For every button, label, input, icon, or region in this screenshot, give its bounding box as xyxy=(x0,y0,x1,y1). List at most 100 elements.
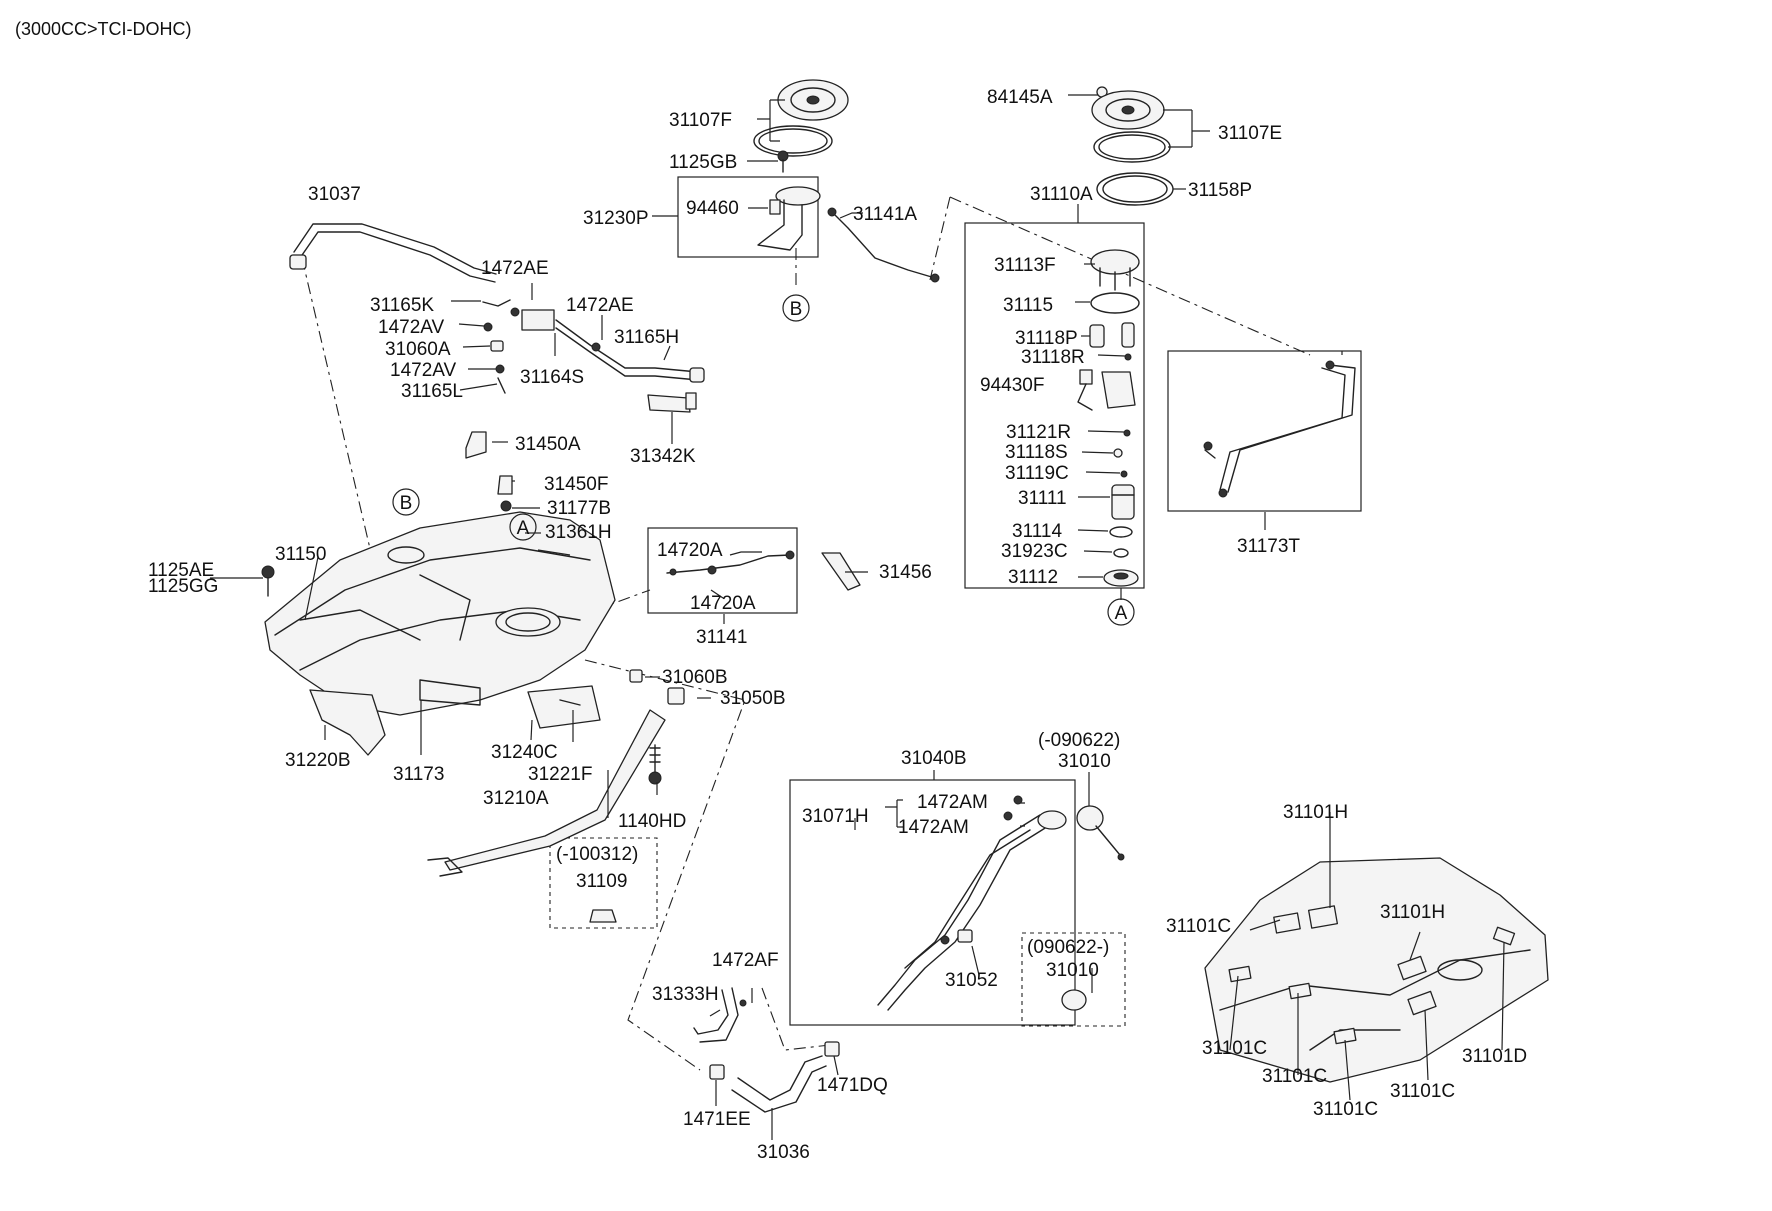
part-label: (-090622) xyxy=(1038,730,1120,751)
part-label: 84145A xyxy=(987,87,1053,108)
optional-part-box-31010 xyxy=(1021,932,1126,1027)
part-label: 31101C xyxy=(1390,1081,1455,1102)
clamp-1472af xyxy=(739,999,747,1007)
part-label: 31115 xyxy=(1003,295,1053,316)
part-label: 31050B xyxy=(720,688,786,709)
part-label: 31240C xyxy=(491,742,558,763)
gasket-31107e xyxy=(1093,131,1171,163)
part-label: 31010 xyxy=(1046,960,1099,981)
hose-31333h-inner xyxy=(699,987,739,1043)
part-label: 31118S xyxy=(1005,442,1068,463)
lock-ring-plate-31107e xyxy=(1091,90,1165,130)
part-label: 31164S xyxy=(520,367,584,388)
fuel-line-31141a xyxy=(831,211,936,279)
pump-assembly-box xyxy=(964,222,1145,589)
part-label: 31071H xyxy=(802,806,869,827)
bracket-31450f xyxy=(497,475,513,495)
hose-31165k xyxy=(482,299,511,307)
part-label: 31333H xyxy=(652,984,719,1005)
part-label: 31173T xyxy=(1237,536,1300,557)
marker-b-tank: B xyxy=(392,488,420,516)
optional-part-box-31109 xyxy=(549,837,658,929)
svg-text:A: A xyxy=(1115,603,1128,624)
sender-assembly-box xyxy=(677,176,819,258)
strainer-31112 xyxy=(1103,569,1139,587)
ref-line-1472af xyxy=(761,987,831,1051)
part-label: 14720A xyxy=(690,593,756,614)
part-label: 31101C xyxy=(1166,916,1231,937)
part-label: 31158P xyxy=(1188,180,1252,201)
ref-line-31109-hose xyxy=(584,659,746,1071)
valve-31060a xyxy=(490,340,504,352)
part-label: 1472AM xyxy=(898,817,969,838)
filler-neck-assembly-box xyxy=(789,779,1076,1026)
part-label: 31450F xyxy=(544,474,608,495)
ref-line-31173t xyxy=(949,196,1311,356)
pressure-regulator-31118p xyxy=(1089,322,1135,348)
part-label: 1140HD xyxy=(618,811,686,832)
ring-31114 xyxy=(1109,526,1133,538)
heat-shield-31220b xyxy=(309,689,386,756)
seal-31118s xyxy=(1113,448,1123,458)
part-label: 31165K xyxy=(370,295,434,316)
bolt-1125gb xyxy=(777,150,789,173)
vent-hose-31037 xyxy=(289,223,497,283)
tank-strap-31210a xyxy=(427,709,666,877)
part-label: 31221F xyxy=(528,764,592,785)
part-label: 31101D xyxy=(1462,1046,1527,1067)
clamp-31060b xyxy=(629,669,643,683)
part-label: 94430F xyxy=(980,375,1044,396)
part-label: 31150 xyxy=(275,544,326,565)
canister-valve-31164s xyxy=(510,307,555,331)
part-label: 31040B xyxy=(901,748,967,769)
marker-a-tank: A xyxy=(509,513,537,541)
pump-flange-31113f xyxy=(1090,249,1140,291)
part-label: 31052 xyxy=(945,970,998,991)
under-cover-31101 xyxy=(1204,857,1549,1083)
connector-31342k xyxy=(647,392,697,413)
part-label: (-100312) xyxy=(556,844,638,865)
part-label: 31101H xyxy=(1283,802,1348,823)
part-label: 1125GG xyxy=(148,576,218,597)
leader-lines xyxy=(210,94,1505,1140)
part-label: 31141A xyxy=(853,204,917,225)
part-label: 31110A xyxy=(1030,184,1093,205)
part-label: 1125GB xyxy=(669,152,737,173)
part-label: 31342K xyxy=(630,446,696,467)
part-label: 31177B xyxy=(547,498,611,519)
ref-line-31037 xyxy=(301,257,376,571)
part-label: 31113F xyxy=(994,255,1056,276)
part-label: 1472AE xyxy=(481,258,549,279)
part-label: 94460 xyxy=(686,198,739,219)
part-label: 31165L xyxy=(401,381,463,402)
clip-31456 xyxy=(821,552,861,591)
svg-text:B: B xyxy=(790,299,803,320)
svg-text:B: B xyxy=(400,493,413,514)
bracket-31052 xyxy=(957,929,973,943)
part-label: 31111 xyxy=(1018,488,1067,509)
filler-cap-31010-old xyxy=(1076,805,1125,861)
line-31173 xyxy=(419,679,481,706)
part-label: 31165H xyxy=(614,327,679,348)
part-label: 1471DQ xyxy=(817,1075,888,1096)
clamp-1471dq xyxy=(824,1041,840,1057)
filter-hose-box xyxy=(647,527,798,614)
fitting-31177b xyxy=(500,500,512,512)
part-label: 31101C xyxy=(1262,1066,1327,1087)
hose-31141 xyxy=(666,550,795,576)
clip-31121r xyxy=(1123,429,1131,437)
marker-b-top: B xyxy=(782,294,810,322)
gasket-31158p xyxy=(1096,172,1174,206)
part-label: 1472AF xyxy=(712,950,779,971)
gasket-31107f xyxy=(753,125,833,157)
protector-31221f xyxy=(559,699,581,706)
part-label: 31923C xyxy=(1001,541,1068,562)
filler-cap-31010-new xyxy=(1061,989,1087,1011)
part-label: 1125AE xyxy=(148,560,214,581)
part-label: 31107E xyxy=(1218,123,1282,144)
part-label: 31119C xyxy=(1005,463,1069,484)
part-labels: 31107F 84145A 31107E 1125GB 31158P 31037… xyxy=(148,87,1527,1163)
ring-31923c xyxy=(1113,548,1129,558)
part-label: 1472AV xyxy=(390,360,457,381)
clip-31118r xyxy=(1124,353,1132,361)
